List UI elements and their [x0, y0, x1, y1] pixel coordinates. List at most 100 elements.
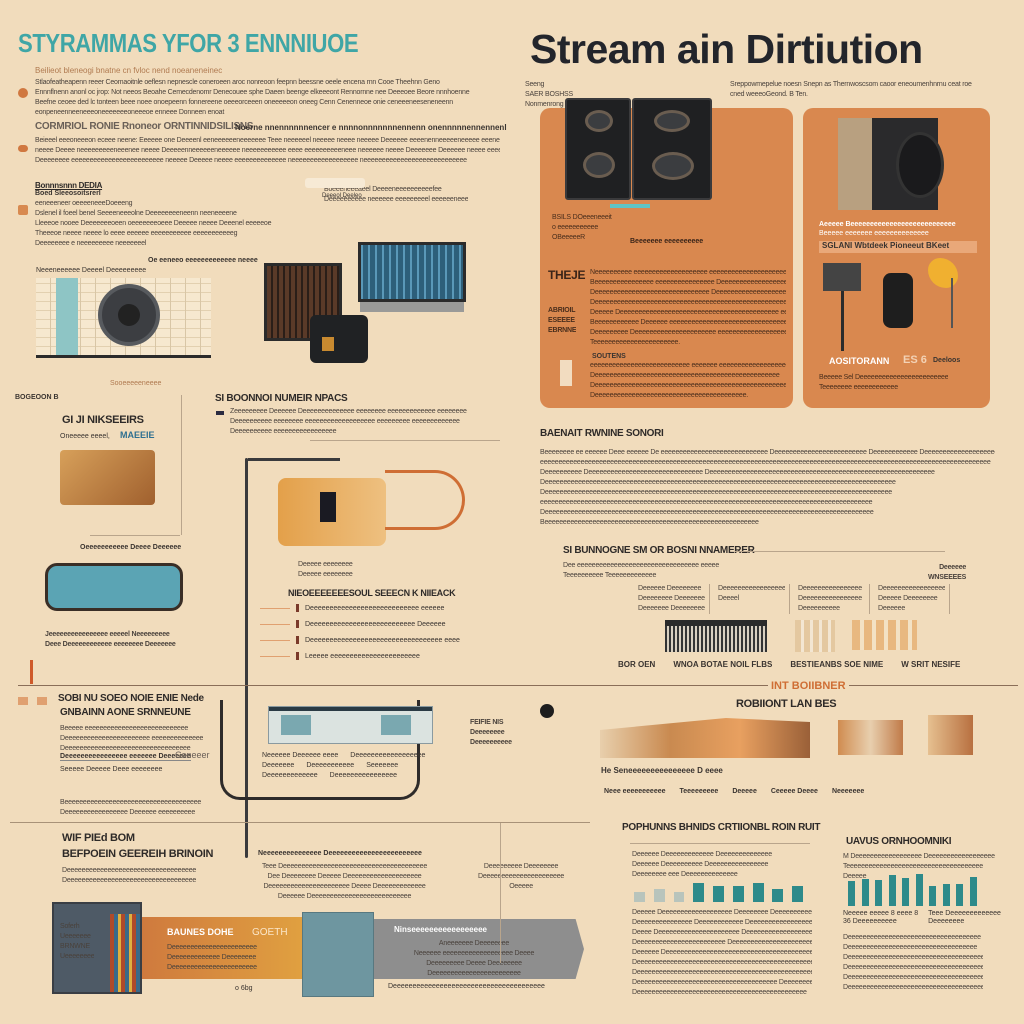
keyboard-image: [665, 620, 767, 652]
list-item-text: Leeeee eeeeeeeeeeeeeeeeeeeeeee: [305, 652, 420, 660]
left-title: STYRAMMAS YFOR 3 ENNNIUOE: [18, 28, 359, 58]
chart-bar: [875, 880, 883, 906]
text-line: eeeeeeeeeeeeeeeeeeeeeeeeeeeeeeeeeeeeeeee…: [540, 499, 873, 506]
text-line: Deeeeeeee e neeeeeeeee neeeeeeel: [35, 240, 147, 247]
cable-line: [248, 458, 340, 461]
building-caption: Deeeeeeeeeeeeeeeeee: [350, 752, 426, 759]
card1-label-sound: SOUTENS: [592, 353, 626, 360]
text-line: Neeeeeeeeee eeeeeeeeeeeeeeeeeeee eeeeeee…: [590, 269, 786, 276]
bottom-mid-text: Teee Deeeeeeeeeeeeeeeeeeeeeeeeeeeeeeeeee…: [262, 862, 427, 902]
tripod-icon: [951, 278, 953, 328]
section-divider: [18, 685, 1018, 686]
cable-loop: [385, 470, 465, 530]
stand-icon: [841, 291, 844, 351]
text-line: Dee eeeeeeeeeeeeeeeeeeeeeeeeeeeeeeeee ee…: [563, 562, 720, 569]
text-line: BRNWNE: [60, 943, 90, 950]
network-left-badge: MAEEIE: [120, 430, 155, 440]
text-line: Deeeeeeeeee Deeeeeeeeeeeeeeeeeeeeeeeeeee…: [540, 469, 935, 476]
stage-title: SI BUNNOGNE SM OR BOSNI NNAMERER: [563, 545, 755, 556]
text-line: Deeeel: [718, 595, 739, 602]
box-icon: [18, 697, 28, 705]
text-line: Teeeeeeeeeeeeeeeeeeeeeeeeeeeeeeeeeeeee: [843, 863, 983, 870]
text-line: Deeeeeeeeeeeeeeeee Deeeeee eeeeeeeeee: [60, 809, 196, 816]
text-line: Deee Deeeeeeeeeeee eeeeeeee Deeeeeee: [45, 641, 176, 648]
chart-bar: [929, 886, 937, 906]
stage-sub-title: ROBIIONT LAN BES: [736, 698, 837, 710]
text-line: Nonmenrong: [525, 101, 564, 108]
chart-bar: [772, 889, 784, 902]
text-line: cned weeeoGeond. B Ten.: [730, 91, 808, 98]
stage-caption: WNOA BOTAE NOIL FLBS: [673, 660, 773, 669]
text-line: Deeeee Deeeeeeeeeeeeeeeeeee Deeeeeeee De…: [632, 909, 812, 916]
text-line: Deeeeeeeeeeeeeeeeeeeeeeeeeeeeeeeeeeeeeee…: [590, 299, 786, 306]
text-line: Beeeeeeeeeeee Deeeeee eeeeeeeeeeeeeeeeee…: [590, 319, 786, 326]
stage-caption: BESTIEANBS SOE NIME: [790, 660, 884, 669]
text-line: Deeeeeee Deeeeeeee: [638, 605, 705, 612]
text-line: Deeee Deeeeeeeeeeeeeeeeeeeeee Deeeeeeeee…: [632, 929, 812, 936]
bottom-right-left-text: Deeeee Deeeeeeeeeeeeeeeeeee Deeeeeeee De…: [632, 908, 812, 998]
subwoofer-image: [838, 118, 944, 210]
chart-caption: Neeeee eeeee 8 eeee 8: [843, 910, 919, 917]
text-line: BSILS DOeeeneeeit: [552, 214, 612, 221]
list-item-text: Deeeeeeeeeeeeeeeeeeeeeeeeeeee eeeeee: [305, 604, 445, 612]
card1-text-b: Deeeeeeeeeeeeeeeeeeeeeeeeeeeeeeeeeeeeeee…: [590, 298, 786, 348]
text-line: Deeeee eeeeeeee: [298, 561, 353, 568]
cable-icon: [305, 178, 365, 188]
divider: [630, 843, 810, 844]
text-line: Deeeeee: [939, 564, 967, 571]
text-line: M Deeeeeeeeeeeeeeeeee Deeeeeeeeeeeeeeeee…: [843, 853, 995, 860]
list-item: Deeeeeeeeeeeeeeeeeeeeeeeeeeeeeeeeee eeee: [260, 636, 460, 644]
text-line: Deeeeeeeee Deeeeeeee: [483, 863, 559, 870]
text-line: Oeeeee: [509, 883, 533, 890]
text-line: Deeeeeeeeeeeeeeeeeeeee: [718, 585, 785, 592]
mid-left-emph-tag: Coneeer: [175, 750, 210, 760]
chart-bar: [969, 877, 977, 906]
text-line: Deeeee Deeeeeeeeeeeeeeeeeeeeeeeeeeeeeeee…: [590, 309, 786, 316]
list-item-text: Deeeeeeeeeeeeeeeeeeeeeeeeeeeeeeeeee eeee: [305, 636, 460, 644]
card1-label-thee: THEJE: [548, 268, 586, 282]
text-line: Deeeeeeeeeeeeeeeeeeeeeeeeeeee: [878, 585, 945, 592]
text-line: Deeeeeeeeeeeeeeeeeeeeeeeeeeeeeeeeeeeeeee…: [590, 392, 749, 399]
tag-icon: [18, 205, 28, 215]
speaker-left-image: [565, 98, 631, 200]
text-line: Dee Deeeeeeee Deeeee Deeeeeeeeeeeeeeeeee…: [267, 873, 422, 880]
spreadsheet-image: [36, 278, 211, 358]
text-line: Deeeeeeeeeeeeeeeeeeeeeeeeeeeeeeeeeeeee: [843, 964, 983, 971]
text-line: Deeeeeeeeee eeeeeeeeeeeeeeeee: [230, 428, 337, 435]
text-line: Deeeeeeeeeeeeeee Deeeeeeeeeeee Deeeeeeee…: [632, 919, 812, 926]
callout-tag: Deeeol Deeleo: [322, 193, 362, 199]
chart-bar: [752, 882, 764, 902]
venue-image: [600, 718, 810, 758]
chart-bar: [673, 892, 685, 902]
stage-footer: INT BOIIBNER: [768, 680, 849, 692]
text-line: Ueeeeeeee: [60, 953, 95, 960]
text-line: Deeeeeeeeeeeeeeeeeeeeeeeeeeeeeeeeeee: [62, 867, 197, 874]
card1-text-a: Neeeeeeeeee eeeeeeeeeeeeeeeeeeee eeeeeee…: [590, 268, 786, 298]
right-text-body: Beeeeeeee ee eeeeee Deee eeeeee De eeeee…: [540, 448, 995, 528]
intro-text: Stlaofeatheapenn reeer Ceomaoitnle oefle…: [35, 78, 500, 118]
text-line: Ennnflnenn anonl oc jrop: Not neeos Beoa…: [35, 89, 470, 96]
building-caption: Deeeeeee: [262, 762, 295, 769]
text-line: Deeeeeeeeeeeeeeeeeeeeeeeeeeeeeeeeeeeeeee…: [632, 959, 812, 966]
box-icon: [37, 697, 47, 705]
studio-monitor-icon: [823, 263, 861, 291]
chart-bar: [848, 880, 856, 906]
bottom-right-right-title: UAVUS ORNHOOMNIKI: [846, 836, 952, 847]
banner-title-2: GOETH: [252, 927, 288, 938]
text-line: OBeeeeeR: [552, 234, 586, 241]
text-line: Deeeeeeeeeeeeeeeeeeeeeeeeeeeeeeeeeeeeeee…: [590, 382, 786, 389]
monitor-stand: [360, 302, 464, 312]
text-line: Deeeeeeeeeeeeeeeeeeeeeee eeeeeeeeeeeeee: [60, 735, 204, 742]
text-line: Lleeeoe nooee Deeeeeeeoeen oeeeeeeeoeee …: [35, 220, 272, 227]
chart-bar: [792, 886, 804, 902]
